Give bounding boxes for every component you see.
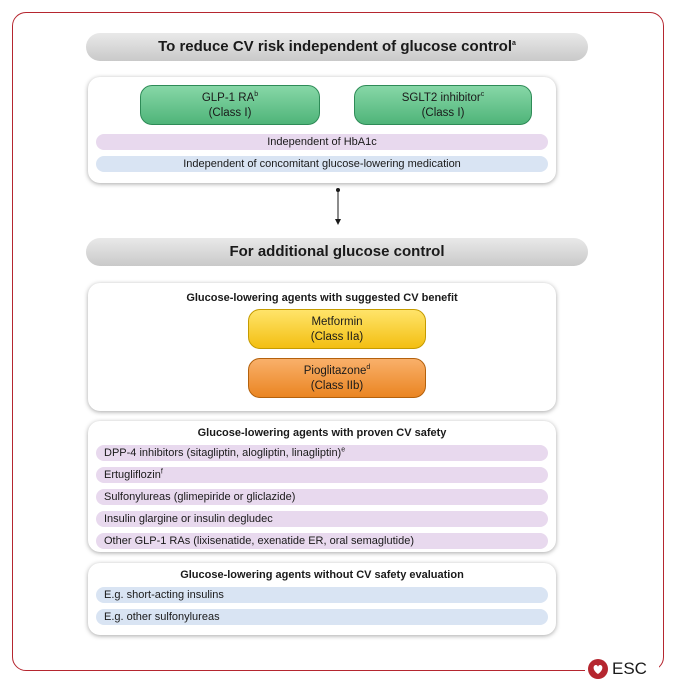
heart-icon	[588, 659, 608, 679]
footnote-marker: b	[254, 91, 259, 99]
logo-text: ESC	[612, 659, 647, 678]
footnote-marker: d	[366, 364, 371, 372]
item-text: DPP-4 inhibitors (sitagliptin, aloglipti…	[104, 447, 342, 459]
box-label: GLP-1 RA	[201, 92, 255, 104]
item-text: E.g. short-acting insulins	[104, 589, 224, 601]
card-proven-cv-safety: Glucose-lowering agents with proven CV s…	[88, 421, 556, 552]
box-label: Pioglitazone	[303, 365, 367, 377]
list-item: Other GLP-1 RAs (lixisenatide, exenatide…	[96, 533, 548, 549]
card-title: Glucose-lowering agents with proven CV s…	[197, 427, 447, 439]
list-item: E.g. short-acting insulins	[96, 587, 548, 603]
item-text: Sulfonylureas (glimepiride or gliclazide…	[104, 491, 296, 503]
pioglitazone-box: Pioglitazoned (Class IIb)	[248, 358, 426, 398]
card-title: Glucose-lowering agents with suggested C…	[186, 292, 458, 304]
section-header-cv-risk: To reduce CV risk independent of glucose…	[86, 33, 588, 61]
figure-frame	[12, 12, 664, 671]
card-cv-risk: GLP-1 RAb (Class I) SGLT2 inhibitorc (Cl…	[88, 77, 556, 183]
esc-logo: ESC	[585, 657, 659, 681]
list-item: Insulin glargine or insulin degludec	[96, 511, 548, 527]
class-label: (Class I)	[208, 107, 252, 119]
item-text: Other GLP-1 RAs (lixisenatide, exenatide…	[104, 535, 414, 547]
footnote-marker: e	[341, 446, 346, 454]
sglt2-inhibitor-box: SGLT2 inhibitorc (Class I)	[354, 85, 532, 125]
class-label: (Class I)	[421, 107, 465, 119]
card-title: Glucose-lowering agents without CV safet…	[180, 569, 464, 581]
item-text: Insulin glargine or insulin degludec	[104, 513, 273, 525]
box-label: Metformin	[311, 316, 363, 328]
class-label: (Class IIa)	[310, 331, 364, 343]
section-header-text: To reduce CV risk independent of glucose…	[158, 38, 513, 55]
metformin-box: Metformin (Class IIa)	[248, 309, 426, 349]
item-text: E.g. other sulfonylureas	[104, 611, 220, 623]
card-suggested-cv-benefit: Glucose-lowering agents with suggested C…	[88, 283, 556, 411]
glp1-ra-box: GLP-1 RAb (Class I)	[140, 85, 320, 125]
class-label: (Class IIb)	[310, 380, 364, 392]
box-label: SGLT2 inhibitor	[401, 92, 481, 104]
bar-independent-hba1c: Independent of HbA1c	[96, 134, 548, 150]
card-without-cv-safety: Glucose-lowering agents without CV safet…	[88, 563, 556, 635]
list-item: Ertugliflozinf	[96, 467, 548, 483]
list-item: DPP-4 inhibitors (sitagliptin, aloglipti…	[96, 445, 548, 461]
item-text: Ertugliflozin	[104, 469, 161, 481]
footnote-marker: a	[512, 40, 516, 47]
section-header-glucose-control: For additional glucose control	[86, 238, 588, 266]
bar-independent-medication: Independent of concomitant glucose-lower…	[96, 156, 548, 172]
footnote-marker: f	[160, 468, 163, 476]
list-item: Sulfonylureas (glimepiride or gliclazide…	[96, 489, 548, 505]
footnote-marker: c	[480, 91, 485, 99]
list-item: E.g. other sulfonylureas	[96, 609, 548, 625]
down-arrow-icon	[335, 188, 341, 225]
